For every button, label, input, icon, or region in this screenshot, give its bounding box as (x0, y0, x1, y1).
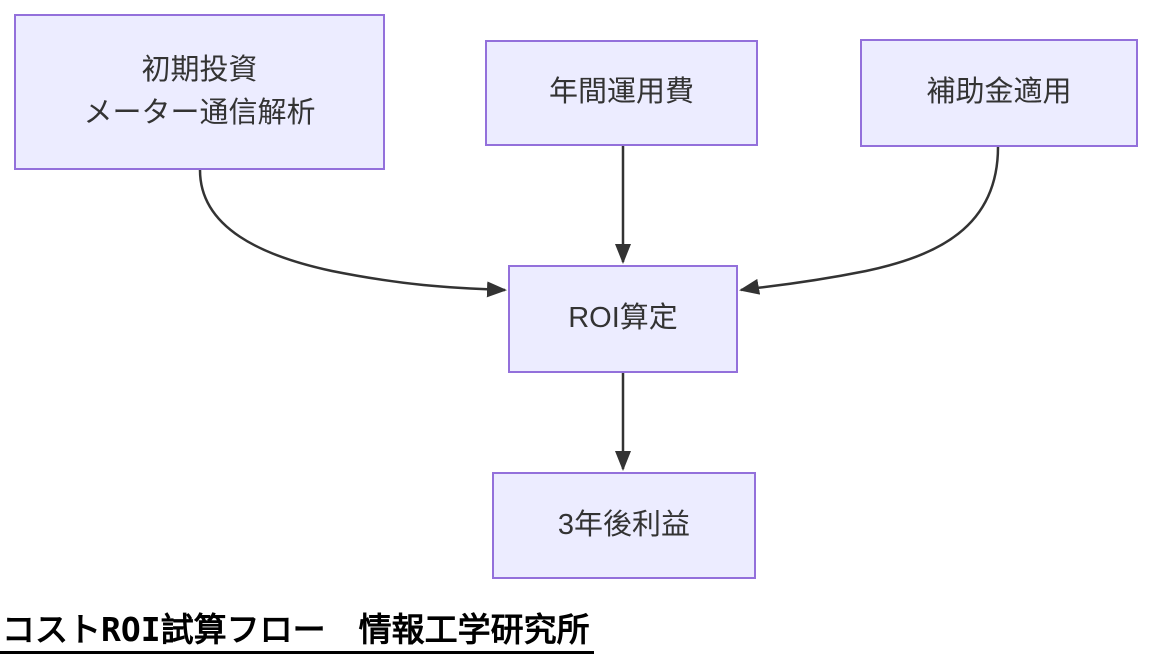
node-initial-investment-line1: 初期投資 (141, 53, 258, 86)
node-profit-after-3-years-label: 3年後利益 (557, 508, 691, 541)
edge-initial-investment-to-roi (198, 169, 507, 298)
diagram-caption: コストROI試算フロー 情報工学研究所 (0, 609, 594, 655)
node-annual-operating-cost-label: 年間運用費 (548, 76, 694, 109)
node-subsidy-application-label: 補助金適用 (926, 76, 1072, 109)
node-subsidy-application: 補助金適用 (860, 39, 1138, 147)
node-initial-investment: 初期投資 メーター通信解析 (14, 14, 385, 170)
node-initial-investment-line2: メーター通信解析 (83, 97, 316, 129)
node-profit-after-3-years: 3年後利益 (492, 472, 756, 579)
node-annual-operating-cost: 年間運用費 (485, 40, 758, 146)
node-roi-calculation: ROI算定 (508, 265, 738, 373)
edge-subsidy-to-roi (739, 146, 1000, 295)
node-roi-calculation-label: ROI算定 (568, 302, 678, 335)
